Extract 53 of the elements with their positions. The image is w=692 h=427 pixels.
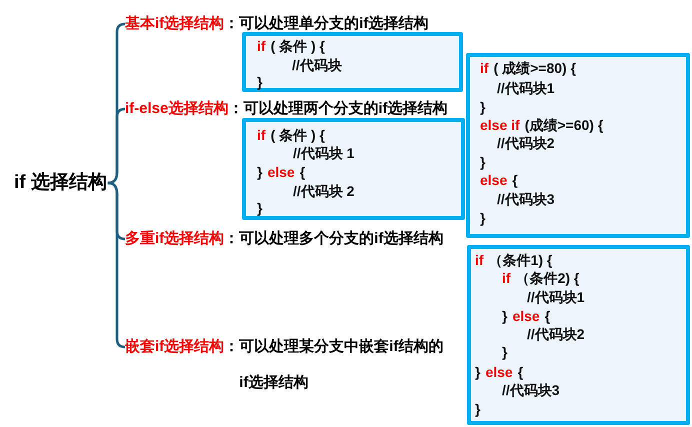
- code-keyword: else: [480, 171, 508, 189]
- code-text: （条件2) {: [516, 269, 580, 287]
- code-text: ( 条件 ) {: [270, 126, 326, 144]
- code-keyword: else: [485, 363, 513, 381]
- code-text: //代码块2: [497, 134, 555, 152]
- code-text: //代码块 2: [293, 182, 354, 200]
- code-text: }: [257, 73, 262, 91]
- code-keyword: if: [480, 59, 489, 77]
- code-keyword: if: [475, 251, 484, 269]
- code-text: {: [518, 363, 524, 381]
- branch-title: 嵌套if选择结构: [125, 337, 224, 357]
- code-box: [466, 53, 690, 238]
- branch-description: ：可以处理多个分支的if选择结构: [224, 229, 444, 249]
- code-text: （条件1) {: [488, 251, 552, 269]
- branch-description: ：可以处理两个分支的if选择结构: [228, 99, 448, 119]
- code-text: }: [502, 307, 508, 325]
- code-text: }: [257, 163, 262, 181]
- code-keyword: if: [257, 126, 266, 144]
- code-text: //代码块3: [502, 381, 560, 399]
- code-text: }: [475, 400, 480, 418]
- code-text: {: [300, 163, 306, 181]
- code-text: //代码块3: [497, 190, 555, 208]
- code-keyword: else: [267, 163, 295, 181]
- code-text: ( 条件 ) {: [270, 37, 326, 55]
- code-text: //代码块1: [497, 79, 555, 97]
- code-text: ( 成绩>=80) {: [494, 59, 576, 77]
- code-text: (成绩>=60) {: [524, 116, 604, 134]
- code-keyword: if: [257, 37, 266, 55]
- code-text: }: [480, 209, 486, 227]
- branch-line: [108, 108, 126, 184]
- code-keyword: else if: [480, 116, 520, 134]
- code-text: //代码块1: [527, 288, 585, 306]
- code-text: }: [480, 153, 486, 171]
- branch-description: ：可以处理某分支中嵌套if结构的if选择结构: [224, 337, 444, 393]
- code-text: //代码块2: [527, 325, 585, 343]
- branch-title: 多重if选择结构: [125, 229, 224, 249]
- code-keyword: else: [512, 307, 540, 325]
- code-text: }: [475, 363, 480, 381]
- topic-label: if 选择结构: [14, 171, 107, 195]
- code-box: [242, 32, 463, 92]
- branch-description: ：可以处理单分支的if选择结构: [224, 14, 428, 34]
- branch-title: 基本if选择结构: [125, 14, 224, 34]
- code-text: {: [512, 171, 518, 189]
- code-text: }: [502, 343, 508, 361]
- code-text: //代码块: [292, 56, 342, 74]
- code-keyword: if: [502, 269, 511, 287]
- code-box: [242, 118, 465, 220]
- code-text: }: [257, 199, 262, 217]
- branch-title: if-else选择结构: [125, 99, 228, 119]
- code-box: [467, 245, 690, 425]
- code-text: //代码块 1: [293, 144, 354, 162]
- code-text: }: [480, 98, 486, 116]
- code-text: {: [544, 307, 550, 325]
